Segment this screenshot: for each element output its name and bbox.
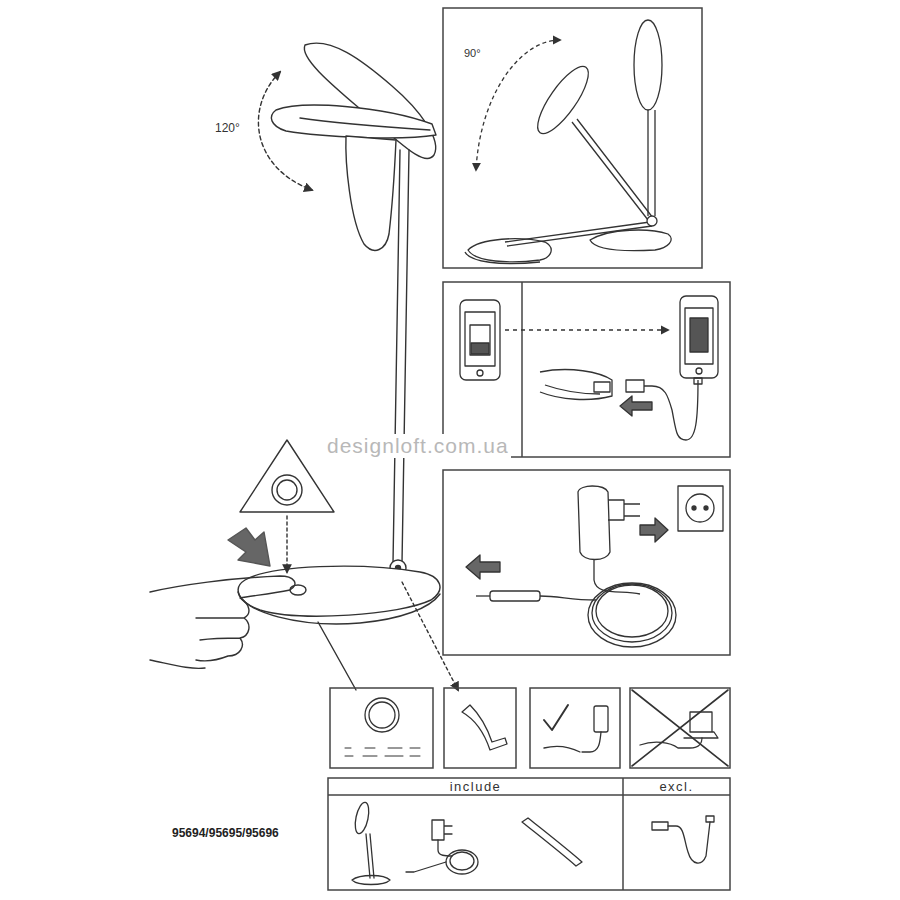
lamp-base (238, 566, 440, 616)
icon-box (630, 688, 730, 768)
touch-icon (240, 440, 334, 512)
lamp-head (346, 136, 396, 250)
watermark: designloft.com.ua (325, 434, 511, 458)
table-header-cell: include (328, 779, 623, 795)
lamp-head (271, 105, 436, 138)
table-header-cell: excl. (623, 779, 730, 795)
header-text: include (328, 779, 623, 794)
usb-panel (443, 282, 730, 457)
press-arrow (228, 528, 270, 566)
hand (150, 576, 295, 668)
fold-panel (443, 8, 702, 268)
rotation-arc (258, 72, 312, 190)
angle-label: 120° (213, 121, 242, 135)
lamp-head-rim (300, 118, 430, 130)
leader-line (402, 582, 458, 690)
icon-box (530, 688, 620, 768)
adapter-panel (443, 470, 730, 655)
angle-label: 90° (462, 47, 483, 59)
model-number: 95694/95695/95696 (170, 826, 281, 840)
icon-box (330, 688, 433, 768)
icon-box (444, 688, 516, 768)
contents-table (328, 778, 730, 890)
header-text: excl. (623, 779, 730, 794)
touch-button (290, 585, 306, 595)
leader-line (318, 622, 356, 690)
lamp-pole (393, 150, 409, 563)
